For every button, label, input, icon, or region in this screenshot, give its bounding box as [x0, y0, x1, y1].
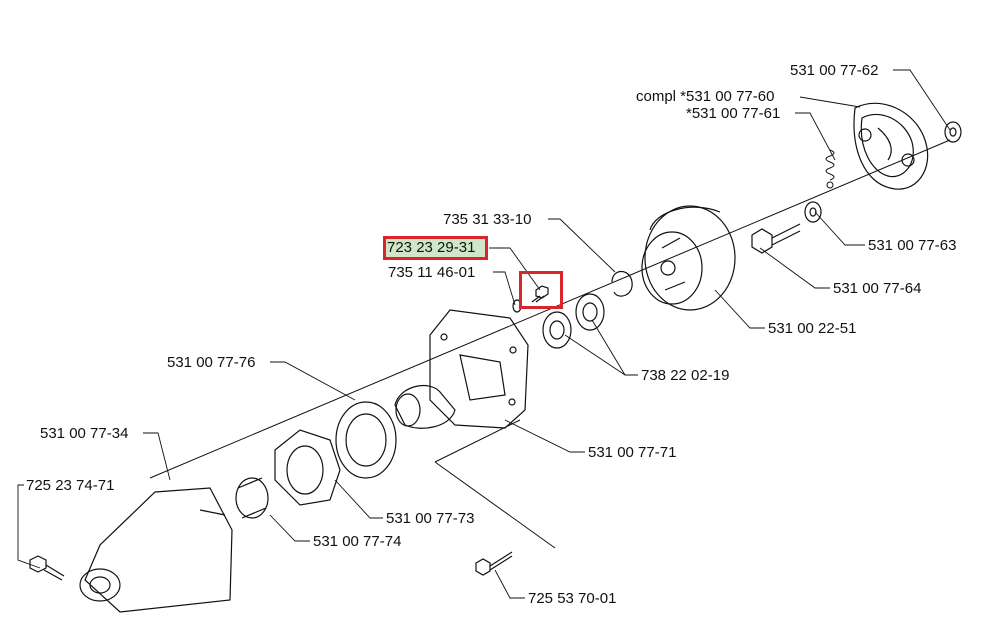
label-p61[interactable]: *531 00 77-61	[686, 105, 781, 122]
label-p7001[interactable]: 725 53 70-01	[528, 590, 617, 607]
label-p74[interactable]: 531 00 77-74	[313, 533, 402, 550]
cone-housing-part	[79, 487, 233, 613]
clutch-drum-part	[641, 205, 736, 311]
washer-62-part	[944, 121, 962, 143]
screw-highlighted-part	[531, 285, 549, 303]
label-p73[interactable]: 531 00 77-73	[386, 510, 475, 527]
leader-63	[814, 211, 865, 246]
leader-7471	[17, 484, 41, 569]
highlighted-part-number[interactable]: 723 23 29-31	[387, 239, 476, 256]
leader-34	[143, 432, 171, 481]
leader-60	[799, 96, 861, 108]
washer-63-part	[804, 201, 822, 223]
bolt-axis-line	[434, 461, 556, 549]
label-p0219[interactable]: 738 22 02-19	[641, 367, 730, 384]
leader-61	[795, 112, 836, 161]
gear-housing-part	[394, 309, 529, 429]
bearing-part-1	[575, 293, 605, 331]
circlip-part	[611, 270, 633, 297]
leader-64	[759, 247, 830, 289]
leader-71	[504, 419, 585, 453]
leader-76	[270, 361, 356, 401]
spring-part	[825, 149, 835, 189]
label-p7471[interactable]: 725 23 74-71	[26, 477, 115, 494]
leader-74	[269, 514, 310, 542]
leader-1146	[493, 271, 516, 306]
leader-0219b	[564, 334, 626, 376]
label-p2251[interactable]: 531 00 22-51	[768, 320, 857, 337]
leader-hl	[489, 247, 541, 291]
highlighted-part-marker	[519, 271, 563, 309]
clutch-shoes-part	[853, 102, 929, 190]
label-p3310[interactable]: 735 31 33-10	[443, 211, 532, 228]
leader-lines	[17, 69, 951, 599]
leader-62	[893, 69, 951, 131]
label-p63[interactable]: 531 00 77-63	[868, 237, 957, 254]
leader-7001	[494, 569, 525, 599]
main-axis-line	[149, 139, 951, 479]
bolt-64-part	[751, 223, 801, 254]
bushing-part	[235, 477, 269, 519]
highlighted-part-label-box	[383, 236, 488, 260]
bearing-carrier-part	[274, 429, 341, 506]
label-p64[interactable]: 531 00 77-64	[833, 280, 922, 297]
leader-0219a	[591, 319, 638, 376]
screw-7001-part	[475, 551, 513, 576]
label-p76[interactable]: 531 00 77-76	[167, 354, 256, 371]
label-p60[interactable]: compl *531 00 77-60	[636, 88, 775, 105]
label-p62[interactable]: 531 00 77-62	[790, 62, 879, 79]
leader-3310	[548, 218, 616, 273]
gasket-part	[335, 401, 397, 479]
leader-73	[334, 479, 383, 519]
bearing-part-2	[542, 311, 572, 349]
label-p71[interactable]: 531 00 77-71	[588, 444, 677, 461]
label-p1146[interactable]: 735 11 46-01	[388, 264, 476, 281]
label-p34[interactable]: 531 00 77-34	[40, 425, 129, 442]
screw-7471-part	[29, 555, 65, 581]
leader-2251	[714, 289, 765, 329]
